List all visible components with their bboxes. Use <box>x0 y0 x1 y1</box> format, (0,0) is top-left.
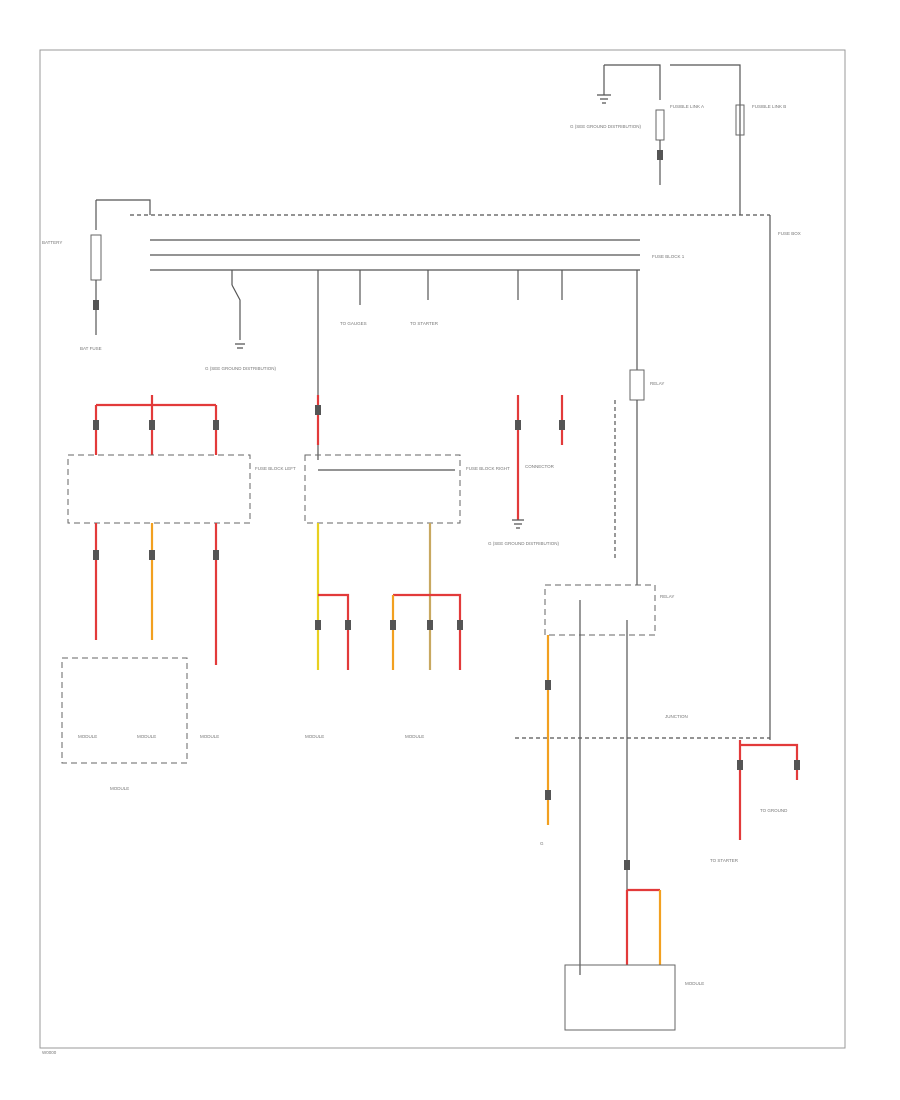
bus-drops: G (SEE GROUND DISTRIBUTION) TO GAUGES TO… <box>205 270 638 460</box>
middle-fuse-block: FUSE BLOCK RIGHT <box>304 395 510 670</box>
fuse-block-left <box>67 454 251 524</box>
label-fusible-link-b: FUSIBLE LINK B <box>752 104 786 109</box>
label-to-starter-right: TO STARTER <box>710 858 739 863</box>
label-module-left-3: MODULE <box>200 734 219 739</box>
relay-top <box>629 369 645 401</box>
label-to-ground-right: TO GROUND <box>760 808 788 813</box>
relay-mid <box>544 584 656 636</box>
label-right-fuse-box: FUSE BOX <box>778 231 801 236</box>
label-module-left-2: MODULE <box>137 734 156 739</box>
left-module-box <box>61 657 188 764</box>
label-module-left-bottom: MODULE <box>110 786 129 791</box>
label-ground-left: G (SEE GROUND DISTRIBUTION) <box>205 366 277 371</box>
relay-mid-box: RELAY <box>544 584 674 975</box>
label-connector-mid: CONNECTOR <box>525 464 555 469</box>
bottom-module: MODULE <box>564 888 704 1031</box>
label-module-mid-2: MODULE <box>405 734 424 739</box>
battery-label: BATTERY <box>42 240 62 245</box>
junction-line: JUNCTION <box>515 714 770 739</box>
battery-section: BATTERY BAT FUSE <box>42 199 151 351</box>
label-module-left-1: MODULE <box>78 734 97 739</box>
label-left-ground: G <box>540 841 544 846</box>
label-junction: JUNCTION <box>665 714 688 719</box>
label-relay-mid: RELAY <box>660 594 674 599</box>
label-fuse-block-right: FUSE BLOCK RIGHT <box>466 466 510 471</box>
bus-lines: FUSE BLOCK 1 FUSE BOX <box>130 214 801 740</box>
label-relay-top: RELAY <box>650 381 664 386</box>
top-right-section: G (SEE GROUND DISTRIBUTION) FUSIBLE LINK… <box>570 64 786 215</box>
label-module-mid-1: MODULE <box>305 734 324 739</box>
battery-fuse <box>90 234 102 281</box>
label-fuse-block-1: FUSE BLOCK 1 <box>652 254 685 259</box>
label-to-gauges: TO GAUGES <box>340 321 367 326</box>
connectors <box>93 150 800 870</box>
module-box <box>564 964 676 1031</box>
fuse-block-right <box>304 454 461 524</box>
label-fusible-link-a: FUSIBLE LINK A <box>670 104 704 109</box>
left-fuse-block: FUSE BLOCK LEFT <box>67 395 296 665</box>
label-bottom-module: MODULE <box>685 981 704 986</box>
fusible-link-a <box>655 109 665 141</box>
diagram-frame <box>39 49 846 1049</box>
frame-code: W0000 <box>42 1050 57 1055</box>
label-battery-fuse: BAT FUSE <box>80 346 102 351</box>
label-to-starter: TO STARTER <box>410 321 439 326</box>
right-drops: TO GROUND TO STARTER <box>710 740 799 863</box>
right-relay-area: RELAY <box>614 369 664 585</box>
label-fuse-block-left: FUSE BLOCK LEFT <box>255 466 296 471</box>
label-top-ground: G (SEE GROUND DISTRIBUTION) <box>570 124 642 129</box>
fusible-link-b <box>735 104 745 136</box>
label-ground-mid: G (SEE GROUND DISTRIBUTION) <box>488 541 560 546</box>
module-labels: MODULE MODULE MODULE MODULE MODULE MODUL… <box>61 657 544 846</box>
